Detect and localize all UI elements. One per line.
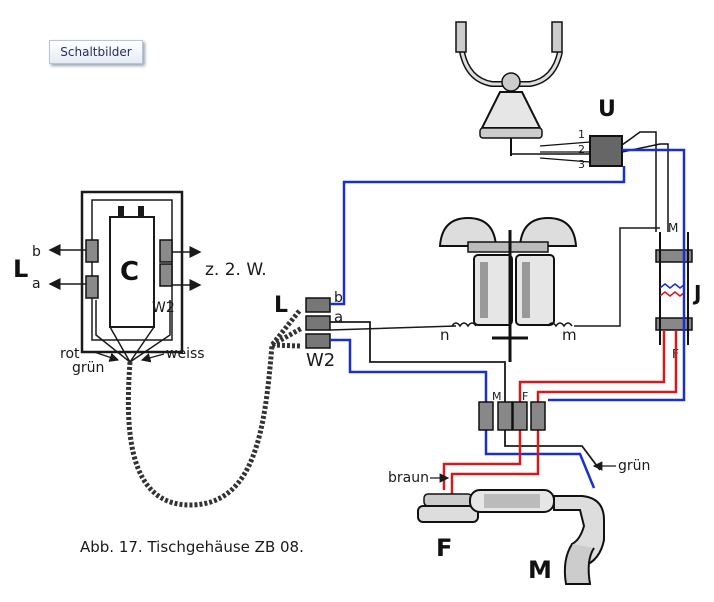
cord — [125, 308, 304, 508]
z2w-label: z. 2. W. — [205, 260, 267, 280]
capacitor-housing — [80, 190, 184, 363]
handset — [417, 489, 605, 585]
capacitor-label: C — [120, 257, 139, 287]
line-b-label: b — [32, 244, 41, 260]
gruen-right-label: grün — [618, 458, 650, 474]
wire-blue-b — [330, 166, 626, 306]
hook-cradle — [455, 21, 590, 156]
switch-3-label: 3 — [578, 158, 585, 171]
bell-ringer — [438, 216, 578, 362]
schaltbilder-button[interactable]: Schaltbilder — [49, 40, 143, 64]
receiver-F-label: F — [436, 534, 452, 562]
line-label-left: L — [13, 255, 28, 283]
switch-2-label: 2 — [578, 143, 585, 156]
switch-U-label: U — [598, 97, 616, 122]
jack-J-label: J — [692, 281, 701, 305]
coil-n-label: n — [440, 326, 450, 344]
block-M-label: M — [492, 390, 502, 403]
term-L-label: L — [274, 293, 288, 318]
switch-U-block — [589, 135, 623, 167]
term-a-label: a — [334, 308, 343, 326]
terminal-b-block — [85, 239, 99, 263]
w2-left-label: W2 — [152, 300, 175, 316]
figure-caption: Abb. 17. Tischgehäuse ZB 08. — [80, 538, 304, 556]
weiss-label: weiss — [166, 346, 205, 362]
braun-label: braun — [388, 470, 429, 486]
switch-1-label: 1 — [578, 128, 585, 141]
coil-m-label: m — [562, 326, 577, 344]
rot-label: rot — [60, 346, 80, 362]
terminal-a-block — [85, 275, 99, 299]
mouthpiece-M-label: M — [528, 556, 552, 584]
gruen-left-label: grün — [72, 360, 104, 376]
jack-M-label: M — [668, 221, 678, 235]
block-F-label: F — [522, 390, 528, 403]
line-a-label: a — [32, 276, 41, 292]
w2-terminal-label: W2 — [306, 350, 335, 371]
jack-J — [655, 232, 693, 345]
terminal-block-row — [478, 401, 546, 431]
term-b-label: b — [334, 290, 343, 306]
terminal-strip-L — [305, 297, 331, 349]
